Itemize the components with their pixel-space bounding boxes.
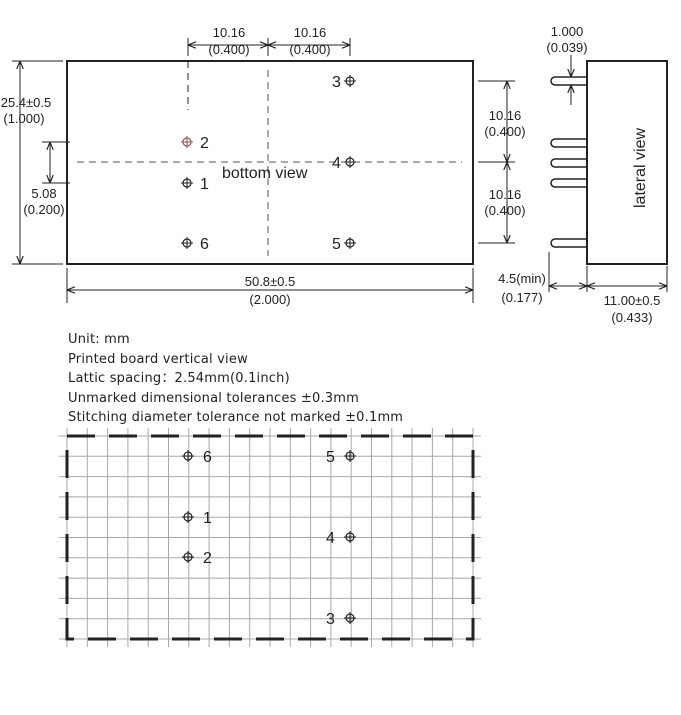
lateral-view: lateral view 1.000 (0.039) 4.5(min) (0.1… (498, 24, 668, 325)
dim-height-mm: 25.4±0.5 (1, 95, 52, 110)
dim-pin-gap-in: (0.200) (23, 202, 64, 217)
pcb-pin-2: 2 (181, 550, 212, 567)
dim-top-left-mm: 10.16 (213, 25, 246, 40)
note-hole-tolerance: Stitching diameter tolerance not marked … (68, 410, 404, 425)
dim-depth-in: (0.433) (611, 310, 652, 325)
note-view: Printed board vertical view (68, 351, 248, 367)
pin-label: 1 (200, 176, 209, 193)
pin-label: 4 (332, 155, 341, 172)
pin-label: 3 (326, 611, 335, 628)
module-outline (66, 60, 474, 265)
dim-top-right-in: (0.400) (289, 42, 330, 57)
pin-label: 2 (200, 135, 209, 152)
pin-label: 6 (203, 449, 212, 466)
pin-label: 2 (203, 550, 212, 567)
dim-right-upper-mm: 10.16 (489, 108, 522, 123)
pin-6: 6 (180, 236, 209, 253)
pin-4: 4 (332, 155, 357, 172)
bottom-view-label: bottom view (222, 165, 308, 182)
dim-right-lower-mm: 10.16 (489, 187, 522, 202)
pin-1: 1 (180, 176, 209, 193)
note-lattice: Lattic spacing：2.54mm(0.1inch) (68, 371, 290, 386)
layout-grid (59, 428, 481, 647)
dim-lateral-top-in: (0.039) (546, 40, 587, 55)
pcb-outline (65, 434, 475, 641)
dim-top-right-mm: 10.16 (294, 25, 327, 40)
dim-lateral-top-mm: 1.000 (551, 24, 584, 39)
pin-3: 3 (332, 74, 357, 91)
lateral-view-label: lateral view (632, 128, 649, 208)
notes-list: Unit: mm Printed board vertical view Lat… (68, 330, 403, 428)
dim-top-left-in: (0.400) (208, 42, 249, 57)
pin-2: 2 (181, 135, 209, 152)
dim-right-lower-in: (0.400) (484, 203, 525, 218)
dim-pin-gap-mm: 5.08 (31, 186, 56, 201)
dim-pin-length-in: (0.177) (501, 290, 542, 305)
lateral-outline (586, 60, 668, 265)
pin-label: 5 (332, 236, 341, 253)
dim-width-in: (2.000) (249, 292, 290, 307)
pin-label: 4 (326, 530, 335, 547)
pcb-pin-3: 3 (326, 611, 357, 628)
pcb-layout: 6 1 2 5 4 3 (59, 428, 481, 647)
bottom-view: 3 2 4 1 6 5 bottom view 10 (1, 25, 526, 307)
pin-label: 6 (200, 236, 209, 253)
dim-width-mm: 50.8±0.5 (245, 274, 296, 289)
pcb-pin-1: 1 (181, 510, 212, 527)
pin-5: 5 (332, 236, 357, 253)
dim-depth-mm: 11.00±0.5 (604, 293, 661, 308)
lateral-pins (550, 76, 587, 248)
pin-label: 3 (332, 74, 341, 91)
dim-right-upper-in: (0.400) (484, 124, 525, 139)
dim-pin-length-mm: 4.5(min) (498, 271, 546, 286)
pin-label: 1 (203, 510, 212, 527)
pcb-pin-5: 5 (326, 449, 357, 466)
pcb-pin-4: 4 (326, 530, 357, 547)
note-unit: Unit: mm (68, 332, 130, 347)
dim-height-in: (1.000) (3, 111, 44, 126)
pcb-pin-6: 6 (181, 449, 212, 466)
pin-label: 5 (326, 449, 335, 466)
note-tolerance: Unmarked dimensional tolerances ±0.3mm (68, 390, 359, 406)
